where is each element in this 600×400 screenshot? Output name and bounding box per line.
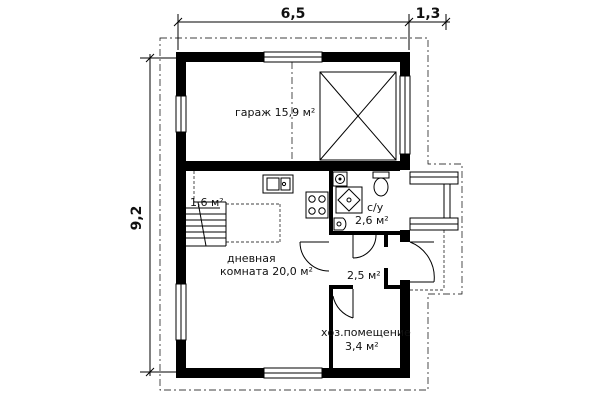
shower-icon [335,186,363,214]
hall-area-label: 2,5 м² [347,269,381,282]
utility-room-label-line1: хоз.помещение [321,326,411,339]
staircase [186,171,281,247]
stove-icon [305,191,329,219]
outer-contour [159,37,463,391]
boiler-icon [332,171,348,187]
dimension-width-ext: 1,3 [416,6,441,22]
living-room-label-line2: комната 20,0 м² [220,265,313,278]
door-entrance [409,241,435,283]
wc-name-label: с/у [367,201,384,214]
window-right-garage [399,75,411,155]
window-left-living [175,283,187,341]
utility-room-label-line2: 3,4 м² [345,340,379,353]
wc-area-label: 2,6 м² [355,214,389,227]
living-room-label-line1: дневная [227,252,276,265]
door-utility [332,289,354,319]
garage-label: гараж 15,9 м² [235,106,315,119]
dimension-width-main: 6,5 [281,6,306,22]
garage-hatch [319,71,397,161]
window-bottom [263,367,323,379]
top-dimension [173,14,451,50]
porch [409,171,459,291]
door-wc [352,234,377,259]
toilet-icon [372,171,390,197]
kitchen-sink-icon [262,174,294,194]
door-living [299,241,330,272]
stair-area-label: 1,6 м² [190,196,224,209]
dimension-height: 9,2 [129,206,145,231]
window-left-garage [175,95,187,133]
window-top [263,51,323,63]
interior-partitions [329,171,400,368]
left-dimension [140,53,176,377]
washbasin-icon [333,217,347,231]
